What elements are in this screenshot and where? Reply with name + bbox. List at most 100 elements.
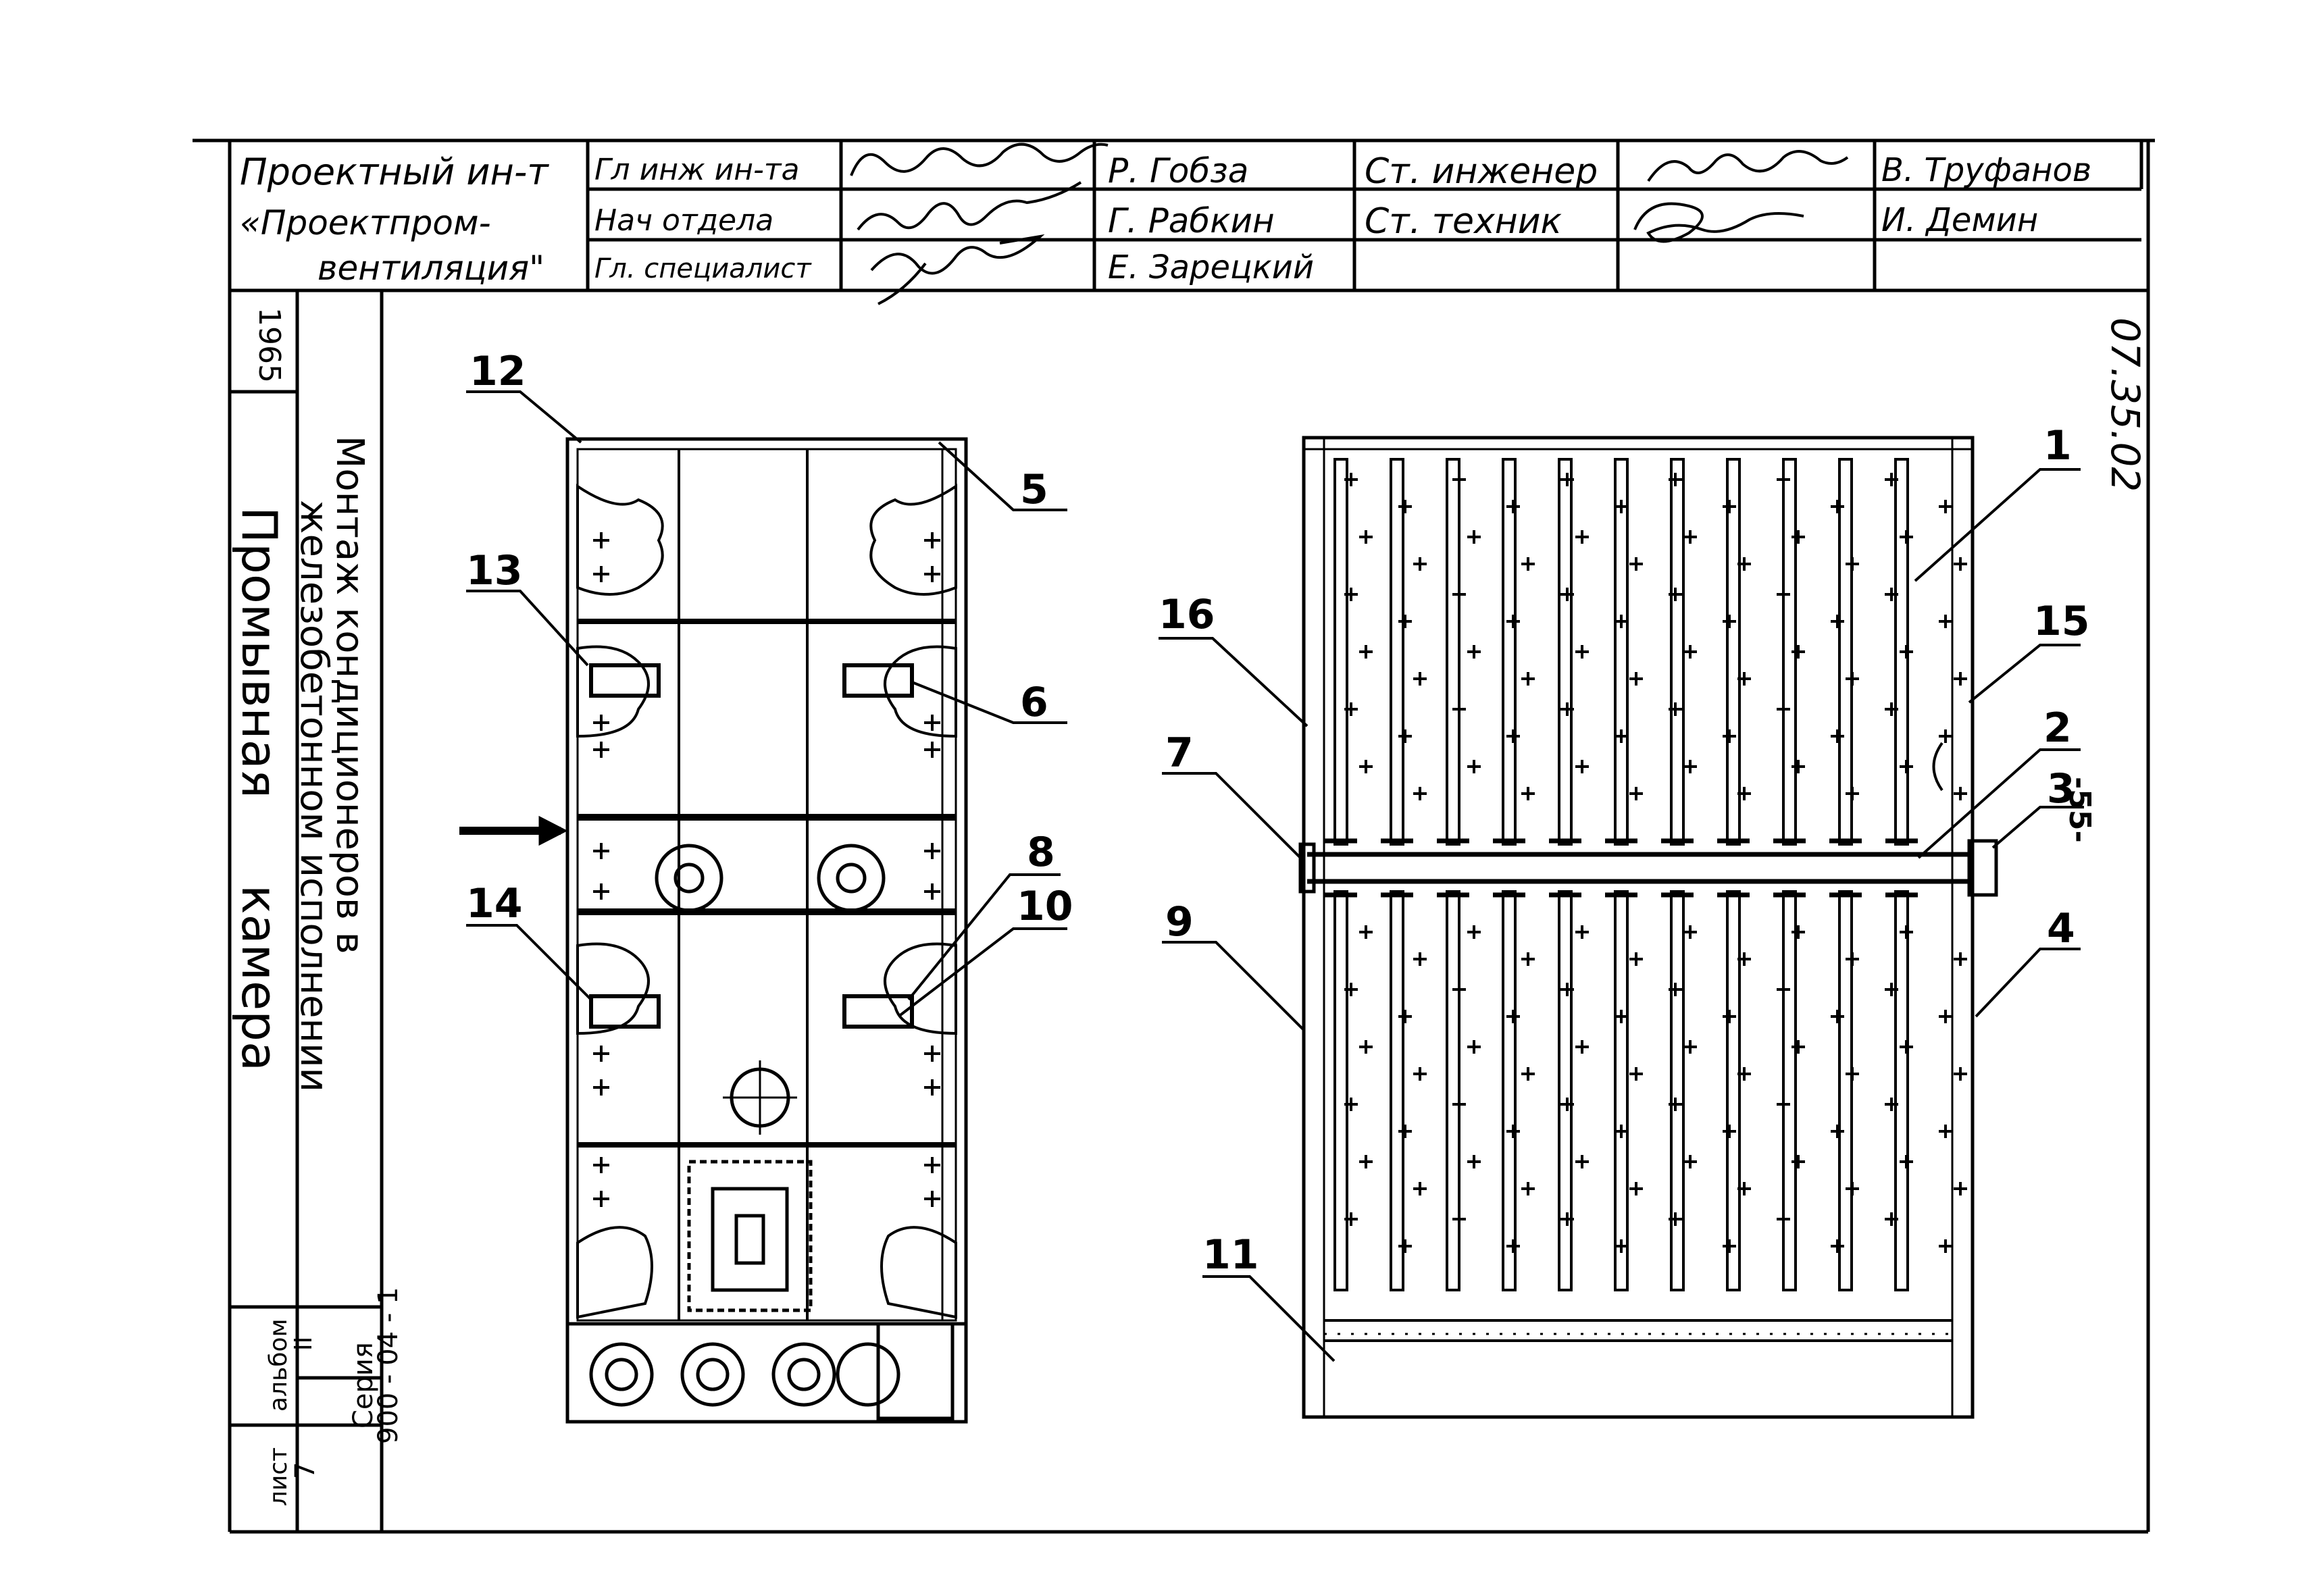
bolt-mark bbox=[593, 883, 609, 900]
leader-12 bbox=[466, 390, 582, 444]
nozzle-cross bbox=[1723, 500, 1736, 513]
nozzle-cross bbox=[1791, 645, 1805, 659]
callout-12: 12 bbox=[469, 348, 526, 395]
door-handle bbox=[1932, 742, 1943, 792]
spray-riser-upper bbox=[1502, 458, 1517, 846]
nozzle-cross bbox=[1413, 787, 1427, 800]
nozzle-cross bbox=[1398, 729, 1412, 743]
nozzle-cross bbox=[1723, 1125, 1736, 1138]
manifold-flange-bore bbox=[836, 863, 867, 894]
nozzle-cross bbox=[1723, 1239, 1736, 1253]
nozzle-cross bbox=[1885, 702, 1898, 716]
callout-3: 3 bbox=[2047, 765, 2075, 813]
spray-riser-upper bbox=[1446, 458, 1460, 846]
bolt-mark bbox=[924, 1046, 940, 1062]
nozzle-cross bbox=[1846, 952, 1859, 966]
callout-16: 16 bbox=[1159, 591, 1215, 638]
nozzle-cross bbox=[1467, 1040, 1481, 1054]
nozzle-cross bbox=[1359, 1040, 1373, 1054]
bolt-mark bbox=[924, 566, 940, 582]
object-name-line1: Промывная bbox=[231, 507, 288, 798]
nozzle-cross bbox=[1413, 1182, 1427, 1195]
leader-10 bbox=[897, 927, 1067, 1018]
callout-15: 15 bbox=[2033, 598, 2090, 645]
manifold-flange-bore bbox=[673, 863, 705, 894]
spray-riser-upper bbox=[1670, 458, 1685, 846]
nozzle-cross bbox=[1791, 925, 1805, 939]
nozzle-cross bbox=[1669, 1212, 1682, 1226]
spray-risers bbox=[1325, 458, 1918, 1291]
bolt-mark bbox=[924, 1191, 940, 1207]
nozzle-cross bbox=[1629, 952, 1643, 966]
nozzle-cross bbox=[1521, 672, 1535, 686]
nozzle-cross bbox=[1939, 1010, 1952, 1023]
nozzle-cross bbox=[1831, 500, 1844, 513]
spray-riser-lower bbox=[1670, 890, 1685, 1291]
nozzle-cross bbox=[1900, 1040, 1913, 1054]
nozzle-cross bbox=[1737, 952, 1751, 966]
nozzle-holder bbox=[842, 994, 914, 1029]
nozzle-cross bbox=[1900, 645, 1913, 659]
nozzle-cross bbox=[1885, 1098, 1898, 1111]
nozzle-cross bbox=[1452, 588, 1466, 601]
callout-4: 4 bbox=[2047, 905, 2075, 952]
nozzle-cross bbox=[1467, 1155, 1481, 1168]
leader-2 bbox=[1917, 748, 2081, 859]
nozzle-holder bbox=[842, 663, 914, 698]
bolt-mark bbox=[924, 1079, 940, 1096]
leader-11 bbox=[1202, 1275, 1336, 1362]
plan-outline bbox=[565, 437, 968, 1424]
nozzle-cross bbox=[1846, 1182, 1859, 1195]
nozzle-cross bbox=[1629, 1067, 1643, 1081]
base-pipe-bore bbox=[605, 1358, 638, 1391]
cutaway-region bbox=[880, 1226, 957, 1319]
nozzle-cross bbox=[1831, 1010, 1844, 1023]
leader-6 bbox=[911, 681, 1067, 724]
nozzle-cross bbox=[1506, 729, 1520, 743]
nozzle-cross bbox=[1398, 615, 1412, 628]
nozzle-cross bbox=[1791, 530, 1805, 544]
plan-view bbox=[459, 437, 968, 1424]
nozzle-cross bbox=[1413, 672, 1427, 686]
signature-senior-technician bbox=[1633, 202, 1804, 243]
nozzle-cross bbox=[1452, 983, 1466, 996]
nozzle-cross bbox=[1521, 952, 1535, 966]
nozzle-cross bbox=[1359, 760, 1373, 773]
plan-inner-outline bbox=[576, 448, 957, 1322]
nozzle-cross bbox=[1954, 557, 1967, 571]
nozzle-holder bbox=[589, 663, 661, 698]
nozzle-cross bbox=[1344, 983, 1358, 996]
nozzle-cross bbox=[1791, 1155, 1805, 1168]
nozzle-cross bbox=[1344, 1212, 1358, 1226]
leader-15 bbox=[1968, 644, 2081, 704]
nozzle-cross bbox=[1669, 588, 1682, 601]
nozzle-cross bbox=[1344, 1098, 1358, 1111]
name-chief-engineer: Р. Гобза bbox=[1108, 151, 1249, 190]
callout-14: 14 bbox=[466, 880, 523, 927]
spray-riser-upper bbox=[1333, 458, 1348, 846]
nozzle-cross bbox=[1398, 500, 1412, 513]
nozzle-cross bbox=[1939, 729, 1952, 743]
nozzle-cross bbox=[1954, 672, 1967, 686]
callout-5: 5 bbox=[1020, 466, 1048, 513]
bolt-mark bbox=[924, 883, 940, 900]
nozzle-cross bbox=[1521, 1182, 1535, 1195]
nozzle-cross bbox=[1521, 557, 1535, 571]
cutaway-region bbox=[576, 484, 664, 596]
nozzle-cross bbox=[1467, 760, 1481, 773]
series-number: 900 - 04 - 1 bbox=[373, 1287, 404, 1444]
nozzle-cross bbox=[1560, 588, 1574, 601]
nozzle-cross bbox=[1452, 1212, 1466, 1226]
drawing-description-line2: железобетонном исполнении bbox=[292, 500, 336, 1092]
nozzle-cross bbox=[1777, 473, 1790, 486]
nozzle-cross bbox=[1939, 1239, 1952, 1253]
nozzle-cross bbox=[1737, 672, 1751, 686]
nozzle-cross bbox=[1575, 1155, 1589, 1168]
sidebar-year: 1965 bbox=[252, 307, 286, 383]
institute-name-line1: Проектный ин-т bbox=[240, 151, 549, 193]
cutaway-region bbox=[576, 1226, 653, 1319]
nozzle-cross bbox=[1723, 615, 1736, 628]
object-name-line2: камера bbox=[231, 885, 288, 1072]
nozzle-cross bbox=[1615, 500, 1628, 513]
